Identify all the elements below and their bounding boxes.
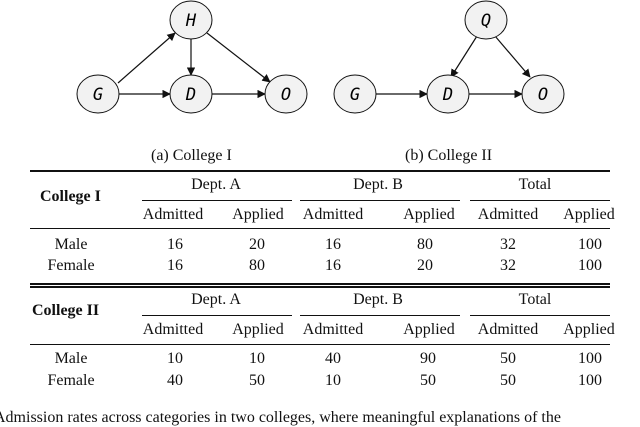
- group-header-dept-a: Dept. A: [191, 176, 241, 193]
- node-label: O: [281, 85, 291, 105]
- table-cell: 16: [167, 257, 183, 274]
- node-label: Q: [481, 11, 491, 31]
- table-cell: 10: [167, 350, 183, 367]
- row-label-female: Female: [47, 372, 95, 389]
- group-underline: [142, 315, 292, 316]
- node-label: O: [538, 85, 548, 105]
- group-underline: [470, 315, 610, 316]
- table-cell: 16: [325, 257, 341, 274]
- row-label-male: Male: [54, 236, 88, 253]
- edge-a-g-h: [117, 32, 176, 84]
- group-underline: [470, 200, 610, 201]
- node-label: D: [185, 85, 196, 105]
- table-cell: 16: [325, 236, 341, 253]
- edge-b-q-d: [450, 35, 478, 78]
- table-cell: 50: [500, 372, 516, 389]
- table-cell: 20: [417, 257, 433, 274]
- node-b-d: D: [426, 74, 470, 114]
- group-header-dept-b: Dept. B: [353, 176, 403, 193]
- subheader-applied: Applied: [232, 206, 284, 223]
- table-cell: 80: [249, 257, 265, 274]
- subheader-admitted: Admitted: [142, 321, 204, 338]
- subheader-admitted: Admitted: [477, 321, 539, 338]
- row-label-male: Male: [54, 350, 88, 367]
- subheader-admitted: Admitted: [477, 206, 539, 223]
- node-label: G: [93, 85, 103, 105]
- node-label: G: [350, 85, 360, 105]
- subheader-admitted: Admitted: [142, 206, 204, 223]
- figure-caption-text: Admission rates across categories in two…: [0, 409, 561, 426]
- group-header-dept-a: Dept. A: [191, 291, 241, 308]
- group-underline: [300, 315, 460, 316]
- table-separator-rule: [30, 286, 610, 288]
- node-label: H: [185, 11, 197, 31]
- table-cell: 100: [578, 257, 602, 274]
- college-name: College II: [32, 302, 100, 319]
- table-college-i: College I Dept. A Dept. B Total Admitted…: [30, 170, 615, 280]
- node-a-o: O: [264, 74, 308, 114]
- group-header-total: Total: [518, 176, 552, 193]
- table-cell: 100: [578, 350, 602, 367]
- edge-b-q-o: [494, 35, 531, 78]
- subheader-applied: Applied: [563, 321, 615, 338]
- table-cell: 10: [249, 350, 265, 367]
- group-underline: [142, 200, 292, 201]
- table-cell: 50: [420, 372, 436, 389]
- node-a-d: D: [169, 74, 213, 114]
- table-top-rule: [30, 170, 610, 172]
- table-cell: 32: [500, 236, 516, 253]
- table-cell: 20: [249, 236, 265, 253]
- subheader-applied: Applied: [403, 321, 455, 338]
- causal-graphs: H G D O Q G D: [76, 0, 565, 114]
- subheader-admitted: Admitted: [302, 206, 364, 223]
- node-a-g: G: [76, 74, 120, 114]
- node-b-q: Q: [464, 0, 508, 40]
- table-college-ii: College II Dept. A Dept. B Total Admitte…: [30, 286, 615, 406]
- graph-b: Q G D O: [333, 0, 565, 114]
- table-header-rule: [30, 228, 610, 229]
- node-a-h: H: [169, 0, 213, 40]
- table-cell: 16: [167, 236, 183, 253]
- table-cell: 40: [167, 372, 183, 389]
- subheader-admitted: Admitted: [302, 321, 364, 338]
- node-b-o: O: [521, 74, 565, 114]
- table-cell: 10: [325, 372, 341, 389]
- table-cell: 100: [578, 236, 602, 253]
- edge-a-h-o: [206, 32, 271, 83]
- node-label: D: [442, 85, 453, 105]
- group-header-dept-b: Dept. B: [353, 291, 403, 308]
- table-cell: 32: [500, 257, 516, 274]
- table-cell: 90: [420, 350, 436, 367]
- college-name: College I: [40, 188, 101, 205]
- table-cell: 40: [325, 350, 341, 367]
- table-cell: 100: [578, 372, 602, 389]
- subheader-applied: Applied: [232, 321, 284, 338]
- caption-college-i: (a) College I: [151, 147, 232, 164]
- group-underline: [300, 200, 460, 201]
- subheader-applied: Applied: [563, 206, 615, 223]
- subheader-applied: Applied: [403, 206, 455, 223]
- group-header-total: Total: [518, 291, 552, 308]
- node-b-g: G: [333, 74, 377, 114]
- graph-a: H G D O: [76, 0, 308, 114]
- table-cell: 50: [500, 350, 516, 367]
- caption-college-ii: (b) College II: [405, 147, 493, 164]
- table-header-rule: [30, 344, 610, 345]
- table-separator-rule: [30, 283, 610, 285]
- table-cell: 80: [417, 236, 433, 253]
- table-cell: 50: [249, 372, 265, 389]
- row-label-female: Female: [47, 257, 95, 274]
